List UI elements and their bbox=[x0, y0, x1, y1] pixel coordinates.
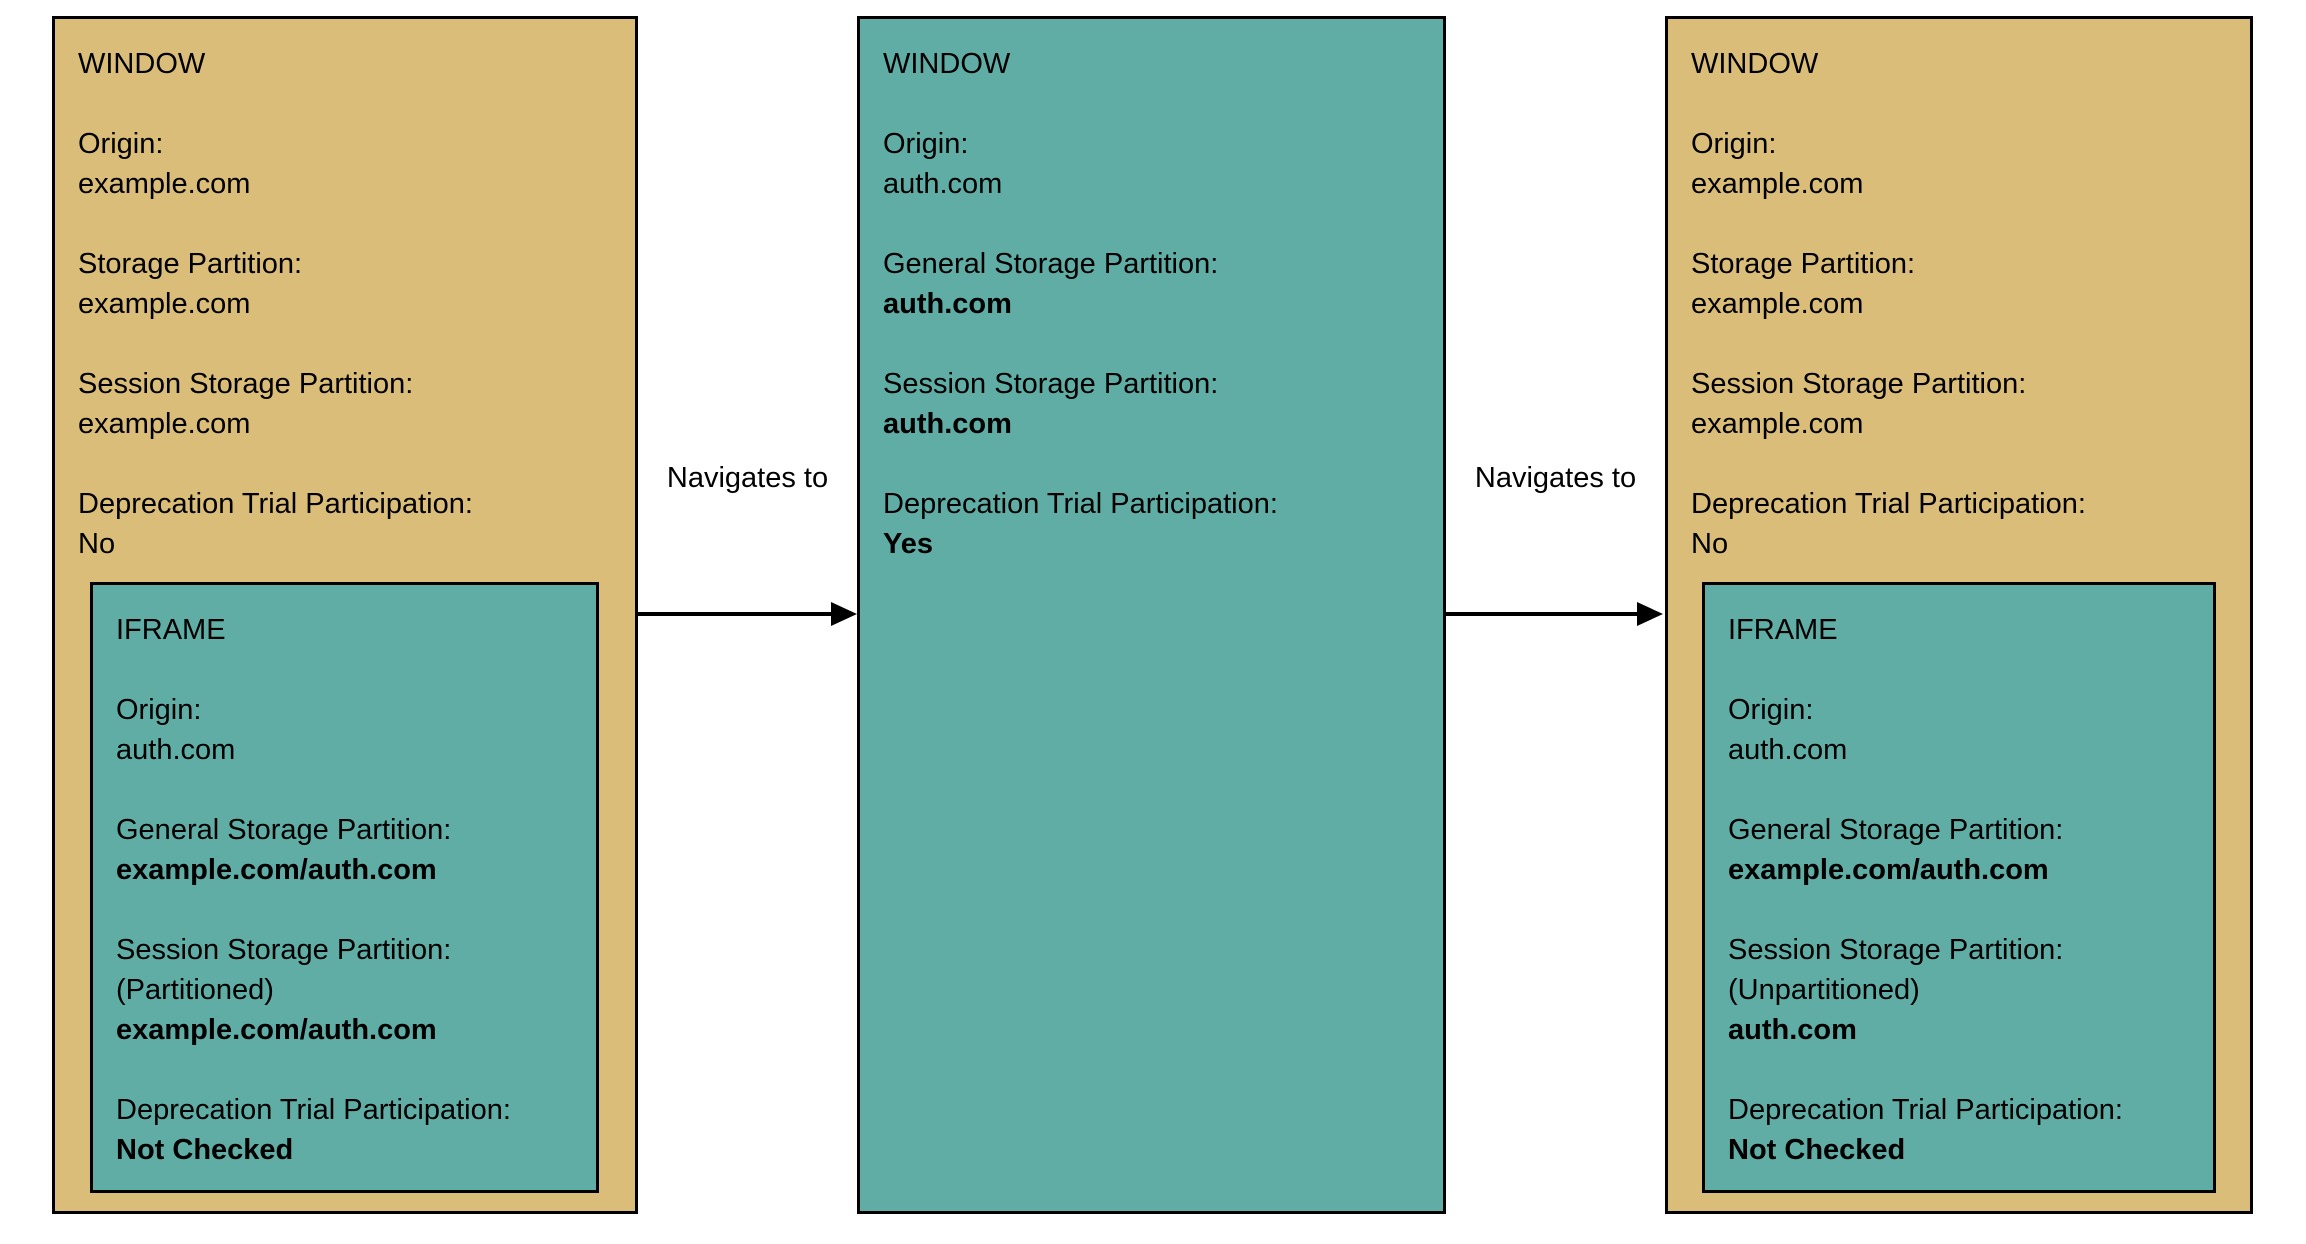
field-label: Session Storage Partition: bbox=[1691, 368, 2027, 400]
field-value: No bbox=[1691, 528, 1729, 560]
field-value: auth.com bbox=[1728, 1014, 1857, 1046]
field-storage-partition: Storage Partition: example.com bbox=[1691, 244, 2232, 324]
field-session-storage-partition: Session Storage Partition: example.com bbox=[1691, 364, 2232, 444]
field-deprecation-trial: Deprecation Trial Participation: Yes bbox=[883, 484, 1425, 564]
iframe-box-left-content: IFRAME Origin: auth.com General Storage … bbox=[93, 585, 596, 1170]
field-label: Origin: bbox=[1691, 128, 1777, 160]
window-title: WINDOW bbox=[1691, 48, 1819, 80]
field-label: Deprecation Trial Participation: bbox=[78, 488, 473, 520]
field-label: Origin: bbox=[1728, 694, 1814, 726]
field-label: General Storage Partition: bbox=[883, 248, 1219, 280]
field-label: Session Storage Partition: bbox=[116, 934, 452, 966]
arrow-label: Navigates to bbox=[666, 462, 829, 494]
field-label: Origin: bbox=[116, 694, 202, 726]
field-value: No bbox=[78, 528, 116, 560]
window-box-middle: WINDOW Origin: auth.com General Storage … bbox=[857, 16, 1446, 1214]
field-deprecation-trial: Deprecation Trial Participation: Not Che… bbox=[116, 1090, 578, 1170]
field-note: (Partitioned) bbox=[116, 974, 274, 1006]
field-value: auth.com bbox=[883, 168, 1003, 200]
field-label: Origin: bbox=[883, 128, 969, 160]
field-note: (Unpartitioned) bbox=[1728, 974, 1920, 1006]
field-value: example.com bbox=[78, 288, 251, 320]
field-value: example.com/auth.com bbox=[116, 854, 437, 886]
field-label: General Storage Partition: bbox=[1728, 814, 2064, 846]
window-title: WINDOW bbox=[883, 48, 1011, 80]
window-box-right-content: WINDOW Origin: example.com Storage Parti… bbox=[1668, 19, 2250, 564]
field-label: General Storage Partition: bbox=[116, 814, 452, 846]
field-value: Not Checked bbox=[1728, 1134, 1906, 1166]
field-general-storage-partition: General Storage Partition: example.com/a… bbox=[1728, 810, 2195, 890]
field-label: Session Storage Partition: bbox=[883, 368, 1219, 400]
field-value: example.com bbox=[1691, 168, 1864, 200]
field-storage-partition: Storage Partition: example.com bbox=[78, 244, 617, 324]
field-origin: Origin: auth.com bbox=[116, 690, 578, 770]
iframe-box-right-content: IFRAME Origin: auth.com General Storage … bbox=[1705, 585, 2213, 1170]
arrow-head-icon bbox=[831, 602, 857, 626]
field-deprecation-trial: Deprecation Trial Participation: Not Che… bbox=[1728, 1090, 2195, 1170]
iframe-title: IFRAME bbox=[116, 614, 226, 646]
arrow-head-icon bbox=[1637, 602, 1663, 626]
iframe-box-left: IFRAME Origin: auth.com General Storage … bbox=[90, 582, 599, 1193]
field-label: Session Storage Partition: bbox=[78, 368, 414, 400]
iframe-title: IFRAME bbox=[1728, 614, 1838, 646]
field-value: example.com bbox=[78, 408, 251, 440]
field-label: Session Storage Partition: bbox=[1728, 934, 2064, 966]
field-value: auth.com bbox=[116, 734, 236, 766]
field-value: Not Checked bbox=[116, 1134, 294, 1166]
field-value: example.com bbox=[78, 168, 251, 200]
field-value: Yes bbox=[883, 528, 933, 560]
field-value: example.com/auth.com bbox=[116, 1014, 437, 1046]
field-label: Deprecation Trial Participation: bbox=[116, 1094, 511, 1126]
field-label: Deprecation Trial Participation: bbox=[1691, 488, 2086, 520]
field-general-storage-partition: General Storage Partition: example.com/a… bbox=[116, 810, 578, 890]
field-value: example.com bbox=[1691, 408, 1864, 440]
window-box-middle-content: WINDOW Origin: auth.com General Storage … bbox=[860, 19, 1443, 564]
field-label: Storage Partition: bbox=[78, 248, 303, 280]
field-session-storage-partition: Session Storage Partition: (Unpartitione… bbox=[1728, 930, 2195, 1050]
window-title: WINDOW bbox=[78, 48, 206, 80]
field-origin: Origin: auth.com bbox=[883, 124, 1425, 204]
field-session-storage-partition: Session Storage Partition: (Partitioned)… bbox=[116, 930, 578, 1050]
field-session-storage-partition: Session Storage Partition: auth.com bbox=[883, 364, 1425, 444]
field-deprecation-trial: Deprecation Trial Participation: No bbox=[1691, 484, 2232, 564]
window-box-left: WINDOW Origin: example.com Storage Parti… bbox=[52, 16, 638, 1214]
field-origin: Origin: example.com bbox=[1691, 124, 2232, 204]
field-label: Origin: bbox=[78, 128, 164, 160]
field-value: example.com/auth.com bbox=[1728, 854, 2049, 886]
field-value: auth.com bbox=[1728, 734, 1848, 766]
window-box-right: WINDOW Origin: example.com Storage Parti… bbox=[1665, 16, 2253, 1214]
arrow-line bbox=[1446, 612, 1639, 616]
iframe-box-right: IFRAME Origin: auth.com General Storage … bbox=[1702, 582, 2216, 1193]
field-value: auth.com bbox=[883, 288, 1012, 320]
arrow-label: Navigates to bbox=[1474, 462, 1637, 494]
field-label: Deprecation Trial Participation: bbox=[883, 488, 1278, 520]
field-label: Storage Partition: bbox=[1691, 248, 1916, 280]
field-general-storage-partition: General Storage Partition: auth.com bbox=[883, 244, 1425, 324]
field-session-storage-partition: Session Storage Partition: example.com bbox=[78, 364, 617, 444]
field-origin: Origin: auth.com bbox=[1728, 690, 2195, 770]
arrow-line bbox=[638, 612, 833, 616]
field-deprecation-trial: Deprecation Trial Participation: No bbox=[78, 484, 617, 564]
field-value: example.com bbox=[1691, 288, 1864, 320]
field-value: auth.com bbox=[883, 408, 1012, 440]
field-origin: Origin: example.com bbox=[78, 124, 617, 204]
window-box-left-content: WINDOW Origin: example.com Storage Parti… bbox=[55, 19, 635, 564]
field-label: Deprecation Trial Participation: bbox=[1728, 1094, 2123, 1126]
